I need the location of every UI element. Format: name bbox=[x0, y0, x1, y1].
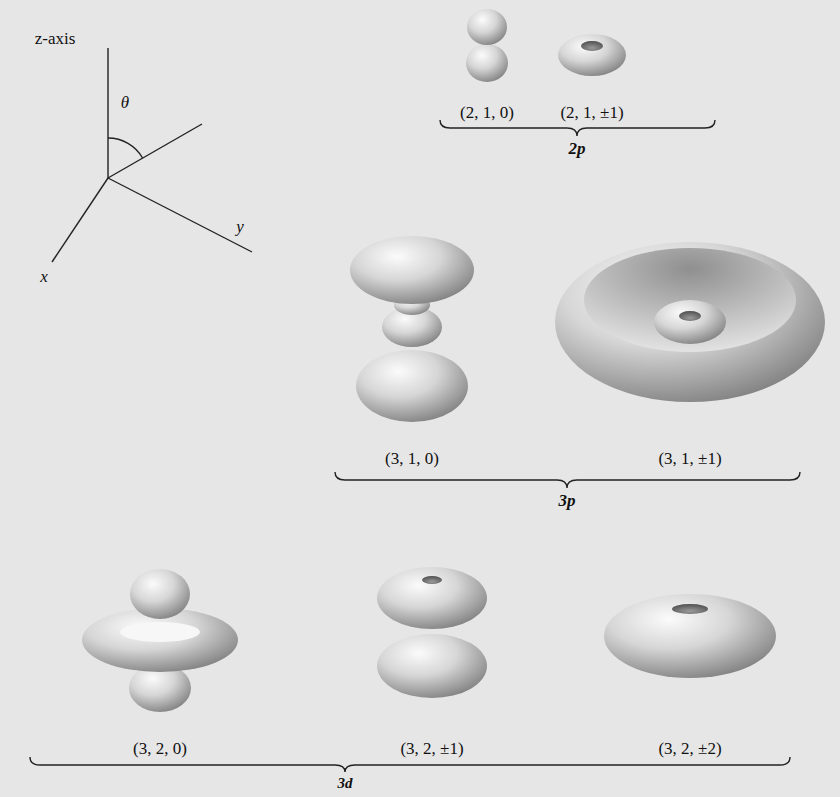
quantum-numbers: (3, 2, ±1) bbox=[400, 740, 463, 759]
quantum-numbers: (2, 1, ±1) bbox=[560, 104, 623, 123]
orbital-3-2-pm2 bbox=[604, 594, 776, 678]
subshell-label: 3d bbox=[338, 775, 353, 792]
orbital-3-2-pm1 bbox=[377, 567, 487, 698]
orbital-2-1-0 bbox=[466, 9, 508, 82]
quantum-numbers: (3, 2, 0) bbox=[133, 740, 187, 759]
subshell-label: 3p bbox=[559, 492, 576, 511]
axis-label: z-axis bbox=[35, 30, 76, 49]
grouping-brace bbox=[30, 120, 800, 772]
subshell-label: 2p bbox=[569, 140, 586, 159]
quantum-numbers: (3, 1, ±1) bbox=[658, 450, 721, 469]
quantum-numbers: (3, 1, 0) bbox=[385, 450, 439, 469]
orbital-3-1-0 bbox=[350, 236, 474, 422]
orbital-2-1-pm1 bbox=[558, 34, 626, 76]
orbital-3-2-0 bbox=[82, 569, 238, 712]
orbital-3-1-pm1 bbox=[555, 242, 825, 402]
quantum-numbers: (3, 2, ±2) bbox=[658, 740, 721, 759]
coordinate-axes bbox=[52, 48, 252, 262]
quantum-numbers: (2, 1, 0) bbox=[460, 104, 514, 123]
axis-label: x bbox=[40, 268, 48, 287]
axis-label: y bbox=[236, 218, 244, 237]
angle-symbol: θ bbox=[121, 94, 129, 113]
